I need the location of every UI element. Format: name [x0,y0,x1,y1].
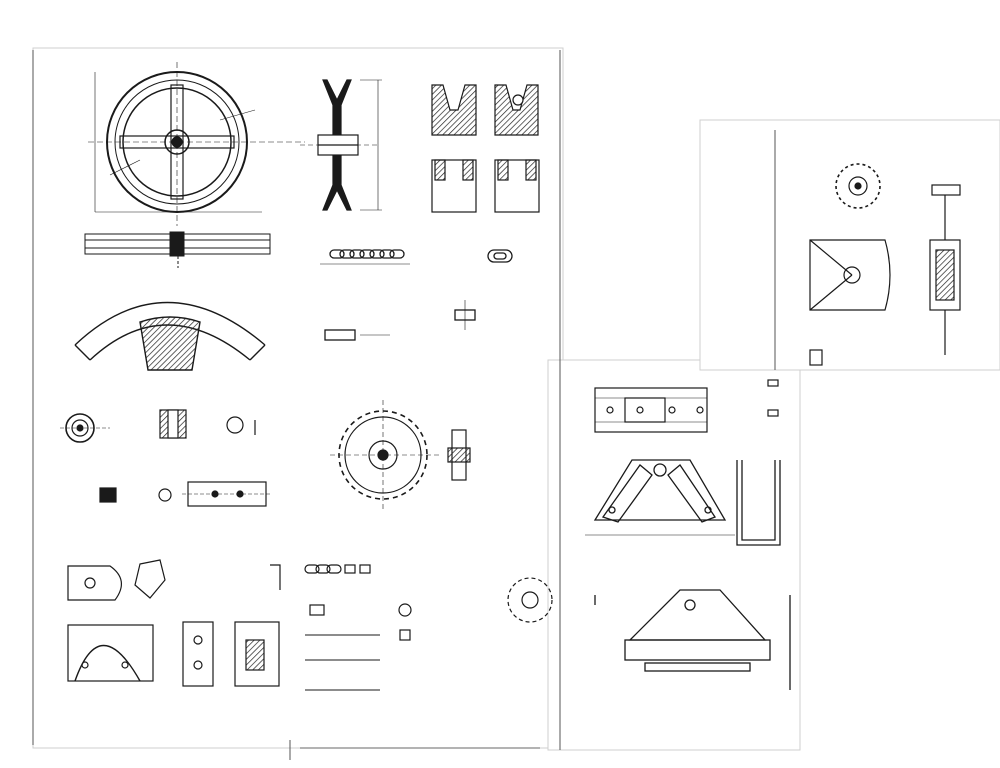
u-channel-drawing [736,460,781,546]
winch-sprocket-drawing [835,163,881,209]
triangle-plate-drawing [585,459,735,536]
pulley-section-drawing [300,79,382,211]
left-sheet [32,47,564,749]
cam-plate-drawing [67,559,281,601]
flywheel-drawing [88,62,305,226]
bearing-drawing [60,409,256,443]
bracket-plate-drawing [67,621,280,687]
right-sheet [699,119,1000,371]
chain-link-detail [454,249,513,330]
groove-details [431,84,540,213]
paper-sheets [32,47,1000,751]
middle-sheet [547,359,801,751]
chain-attachment-drawing [304,564,553,691]
winch-side-drawing [929,184,961,355]
flywheel-side-view [84,231,271,268]
base-plate-drawing [594,589,791,690]
flywheel-rim-section [74,301,266,371]
frame-plate-drawing [594,387,708,433]
winch-housing-drawing [809,239,891,366]
clip-detail-drawing [767,379,779,417]
sprocket-drawing [330,400,471,510]
roller-chain-drawing [320,249,410,341]
shaft-drawing [99,481,272,507]
sheet-borders [32,50,776,760]
